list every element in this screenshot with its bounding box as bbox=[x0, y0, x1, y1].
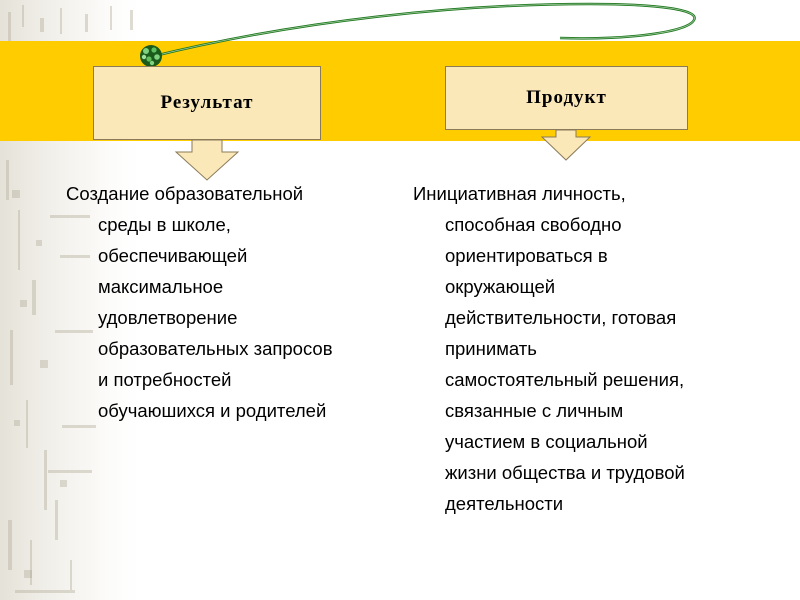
result-title: Результат bbox=[160, 92, 254, 113]
product-box: Продукт bbox=[445, 66, 688, 130]
product-line: способная свободно bbox=[445, 214, 622, 235]
result-description: Создание образовательной среды в школе, … bbox=[66, 178, 333, 426]
down-arrow-icon-result bbox=[174, 139, 240, 181]
result-line: Создание образовательной bbox=[66, 183, 304, 204]
down-arrow-icon-product bbox=[540, 129, 592, 161]
product-line: участием в социальной bbox=[445, 431, 648, 452]
result-line: и потребностей bbox=[98, 369, 232, 390]
result-line: образовательных запросов bbox=[98, 338, 333, 359]
result-line: удовлетворение bbox=[98, 307, 238, 328]
green-ball-icon bbox=[140, 45, 162, 67]
product-description: Инициативная личность, способная свободн… bbox=[413, 178, 685, 519]
product-title: Продукт bbox=[526, 87, 607, 108]
product-line: самостоятельный решения, bbox=[445, 369, 685, 390]
product-line: действительности, готовая bbox=[445, 307, 677, 328]
product-line: жизни общества и трудовой bbox=[445, 462, 685, 483]
product-line: Инициативная личность, bbox=[413, 183, 626, 204]
product-line: принимать bbox=[445, 338, 537, 359]
result-line: обеспечивающей bbox=[98, 245, 248, 266]
product-line: ориентироваться в bbox=[445, 245, 608, 266]
result-line: обучаюшихся и родителей bbox=[98, 400, 327, 421]
product-line: связанные с личным bbox=[445, 400, 624, 421]
result-line: среды в школе, bbox=[98, 214, 231, 235]
result-line: максимальное bbox=[98, 276, 224, 297]
product-line: окружающей bbox=[445, 276, 556, 297]
product-line: деятельности bbox=[445, 493, 564, 514]
